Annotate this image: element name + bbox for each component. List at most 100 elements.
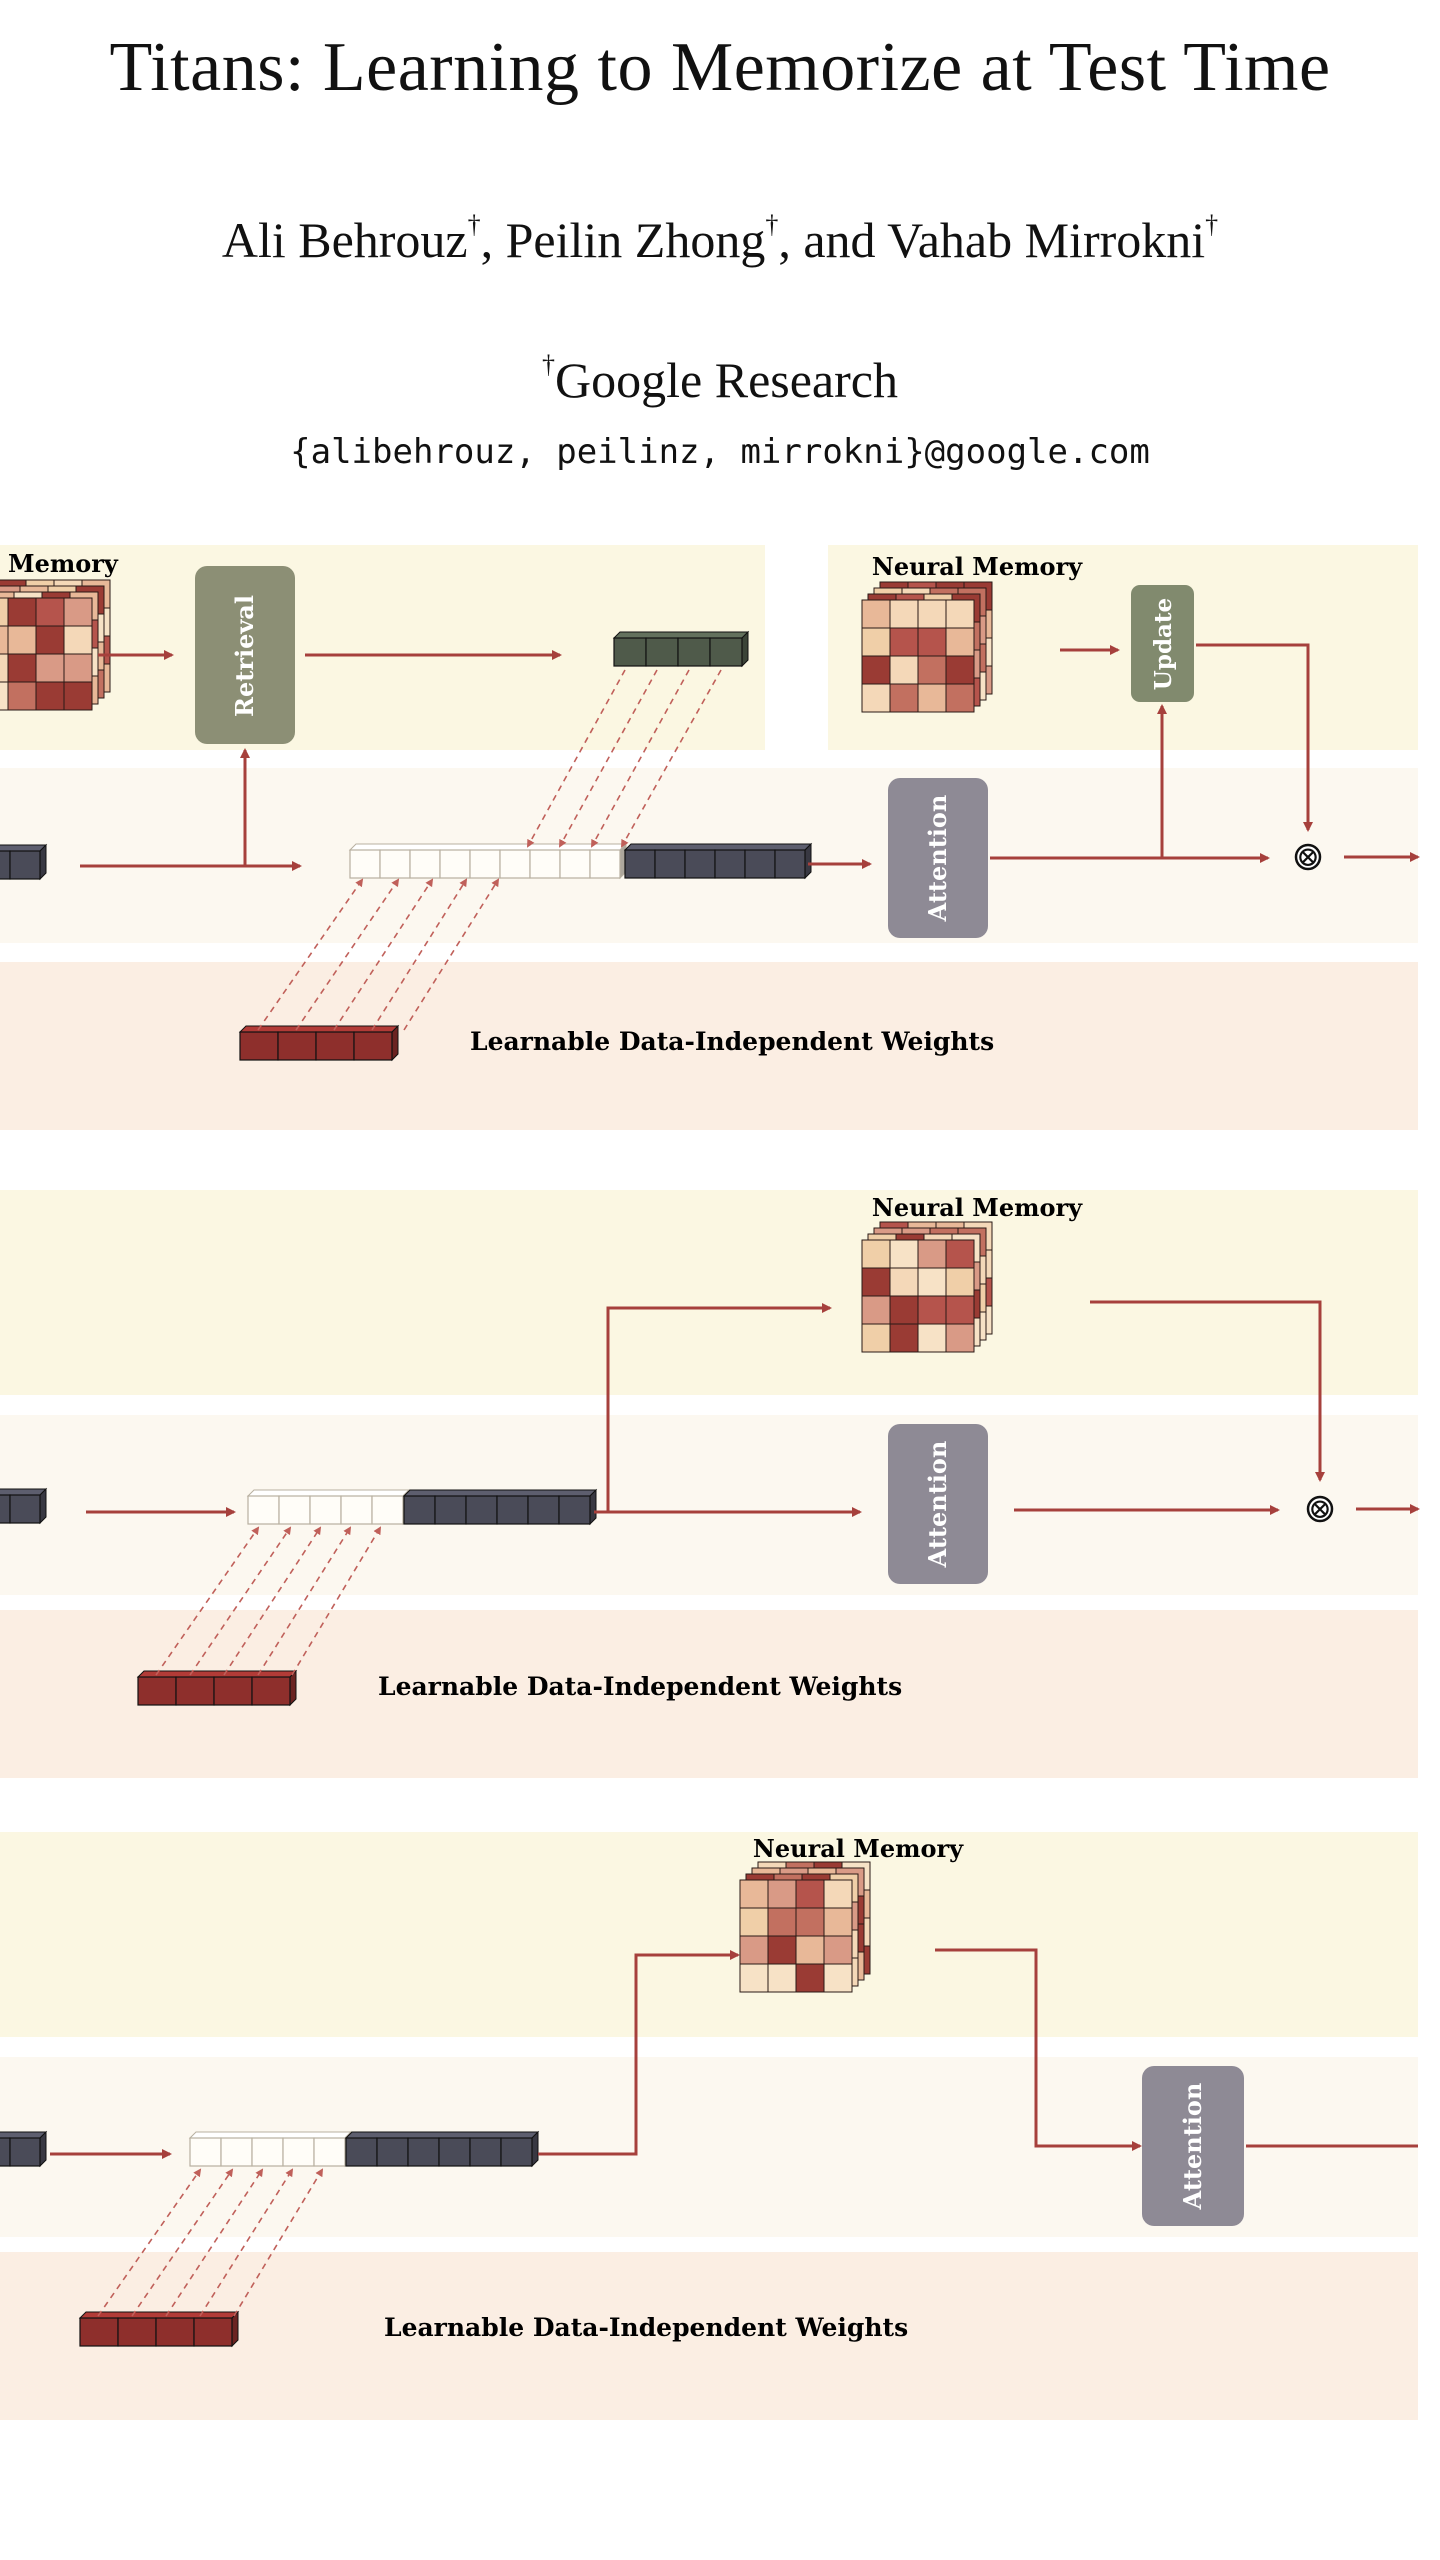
memory-cell bbox=[945, 1323, 975, 1353]
token bbox=[434, 1495, 467, 1525]
token bbox=[0, 2137, 11, 2167]
empty-slot-tokens bbox=[348, 842, 628, 880]
sequence-band bbox=[0, 1415, 1418, 1595]
memory-cell bbox=[739, 1935, 769, 1965]
weights-label: Learnable Data-Independent Weights bbox=[384, 2313, 908, 2342]
affiliation: †Google Research bbox=[0, 350, 1440, 409]
attention-label: Attention bbox=[923, 1441, 952, 1569]
memory-band bbox=[0, 1190, 1418, 1395]
panel-2: Neural Memory Attention ⊗ Learnable Data… bbox=[0, 1190, 1420, 1778]
dagger-mark: † bbox=[1205, 210, 1219, 239]
empty-slot-tokens bbox=[246, 1488, 411, 1526]
token bbox=[774, 849, 806, 879]
token bbox=[465, 1495, 498, 1525]
neural-memory-label: Neural Memory bbox=[872, 1193, 1083, 1222]
token bbox=[469, 849, 501, 879]
token bbox=[527, 1495, 560, 1525]
token bbox=[345, 2137, 378, 2167]
memory-cell bbox=[63, 653, 93, 683]
author-separator: , bbox=[480, 212, 506, 268]
memory-cell bbox=[889, 599, 919, 629]
memory-cell bbox=[889, 1295, 919, 1325]
memory-cell bbox=[889, 1239, 919, 1269]
token-top-face bbox=[612, 631, 750, 639]
token bbox=[9, 1494, 41, 1524]
token bbox=[714, 849, 746, 879]
author-zhong: Peilin Zhong bbox=[505, 212, 766, 268]
token bbox=[654, 849, 686, 879]
token bbox=[213, 1676, 253, 1706]
token-top-face bbox=[623, 843, 813, 851]
token-top-face bbox=[0, 844, 48, 852]
token bbox=[79, 2317, 119, 2347]
memory-cell bbox=[861, 655, 891, 685]
memory-cell bbox=[861, 1323, 891, 1353]
attention-block bbox=[888, 778, 988, 938]
input-sequence-tokens bbox=[0, 1487, 48, 1525]
token-top-face bbox=[188, 2131, 353, 2139]
memory-cell bbox=[861, 627, 891, 657]
token-side-face bbox=[391, 1024, 399, 1062]
token bbox=[315, 1031, 355, 1061]
token-side-face bbox=[741, 630, 749, 668]
memory-cell bbox=[945, 1295, 975, 1325]
memory-cell bbox=[889, 1267, 919, 1297]
token bbox=[137, 1676, 177, 1706]
token bbox=[438, 2137, 471, 2167]
memory-cell bbox=[35, 625, 65, 655]
memory-cell bbox=[945, 627, 975, 657]
context-tokens bbox=[623, 842, 813, 880]
token bbox=[353, 1031, 393, 1061]
token bbox=[469, 2137, 502, 2167]
token bbox=[340, 1495, 373, 1525]
context-tokens bbox=[402, 1488, 598, 1526]
persistent-memory-tokens bbox=[78, 2310, 240, 2348]
gate-symbol: ⊗ bbox=[1296, 840, 1319, 873]
neural-memory-cube bbox=[739, 1861, 871, 1993]
gating-operator bbox=[1294, 843, 1322, 871]
token bbox=[0, 1494, 11, 1524]
memory-cell bbox=[0, 597, 9, 627]
token bbox=[251, 2137, 284, 2167]
token bbox=[371, 1495, 404, 1525]
token-side-face bbox=[39, 2130, 47, 2168]
input-sequence-tokens bbox=[0, 2130, 48, 2168]
memory-cell bbox=[917, 1323, 947, 1353]
paper-title: Titans: Learning to Memorize at Test Tim… bbox=[109, 29, 1331, 106]
memory-cell bbox=[917, 599, 947, 629]
retrieved-memory-tokens bbox=[612, 630, 750, 668]
neural-memory-label: Neural Memory bbox=[872, 552, 1083, 581]
memory-cell bbox=[889, 1323, 919, 1353]
token bbox=[376, 2137, 409, 2167]
token bbox=[403, 1495, 436, 1525]
memory-band bbox=[0, 1832, 1418, 2037]
token bbox=[409, 849, 441, 879]
memory-cell bbox=[889, 627, 919, 657]
memory-cell bbox=[0, 681, 9, 711]
memory-cell bbox=[767, 1907, 797, 1937]
memory-cell bbox=[7, 681, 37, 711]
memory-cell bbox=[7, 653, 37, 683]
neural-memory-label: Neural Memory bbox=[753, 1834, 964, 1863]
memory-cell bbox=[945, 655, 975, 685]
dagger-mark: † bbox=[467, 210, 481, 239]
token bbox=[645, 637, 679, 667]
token bbox=[220, 2137, 253, 2167]
memory-cell bbox=[63, 681, 93, 711]
token-top-face bbox=[0, 1488, 48, 1496]
input-sequence-tokens bbox=[0, 843, 48, 881]
memory-cell bbox=[917, 1239, 947, 1269]
token-side-face bbox=[39, 843, 47, 881]
dashed-persistent-links bbox=[155, 1526, 382, 1676]
memory-cell bbox=[795, 1907, 825, 1937]
memory-cell bbox=[945, 1267, 975, 1297]
dagger-mark: † bbox=[542, 350, 556, 379]
memory-cell bbox=[861, 683, 891, 713]
token bbox=[117, 2317, 157, 2347]
memory-cell bbox=[795, 1963, 825, 1993]
memory-cell bbox=[861, 599, 891, 629]
token bbox=[499, 849, 531, 879]
token bbox=[309, 1495, 342, 1525]
weights-label: Learnable Data-Independent Weights bbox=[378, 1672, 902, 1701]
author-emails: {alibehrouz, peilinz, mirrokni}@google.c… bbox=[290, 432, 1150, 472]
